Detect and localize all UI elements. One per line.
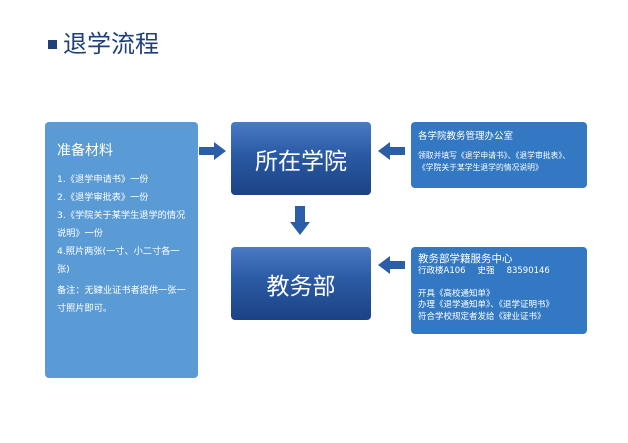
registry-service-line: 办理《退学通知单》、《退学证明书》 xyxy=(418,300,555,310)
college-office-name: 各学院教务管理办公室 xyxy=(418,131,514,142)
page-title-group: 退学流程 xyxy=(48,30,159,58)
registry-office-name: 教务部学籍服务中心 xyxy=(418,253,513,265)
materials-item: 1.《退学申请书》一份 xyxy=(57,174,149,185)
college-office-desc: 领取并填写《退学申请书》、《退学审批表》、《学院关于某学生退学的情况说明》 xyxy=(418,151,571,172)
materials-title: 准备材料 xyxy=(57,143,113,159)
registry-service-line: 开具《高校通知单》 xyxy=(418,288,495,299)
registry-phone: 83590146 xyxy=(506,266,550,276)
arrow-right-icon xyxy=(199,142,226,160)
registry-location: 行政楼A106 xyxy=(418,266,466,276)
materials-item: 4.照片两张(一寸、小二寸各一张) xyxy=(57,246,180,275)
step-registry-label: 教务部 xyxy=(266,273,336,300)
registry-contact-name: 史强 xyxy=(477,266,495,276)
arrow-down-icon xyxy=(290,206,310,235)
registry-contact-line: 行政楼A106 史强 83590146 xyxy=(418,266,580,278)
step-registry-box: 教务部 xyxy=(231,247,371,320)
step-college-box: 所在学院 xyxy=(231,122,371,195)
title-bullet-icon xyxy=(48,39,57,49)
registry-office-panel: 教务部学籍服务中心 行政楼A106 史强 83590146 开具《高校通知单》 … xyxy=(411,247,587,334)
arrow-left-icon xyxy=(378,256,405,274)
materials-item: 3.《学院关于某学生退学的情况说明》一份 xyxy=(57,210,186,239)
materials-item: 2.《退学审批表》一份 xyxy=(57,192,149,203)
page-title: 退学流程 xyxy=(63,30,159,58)
registry-service-line: 符合学校规定者发给《肄业证书》 xyxy=(418,311,546,322)
step-college-label: 所在学院 xyxy=(255,148,347,175)
materials-note: 备注：无肄业证书者提供一张一寸照片即可。 xyxy=(57,285,186,314)
college-office-panel: 各学院教务管理办公室 领取并填写《退学申请书》、《退学审批表》、《学院关于某学生… xyxy=(411,122,587,188)
arrow-left-icon xyxy=(378,142,405,160)
materials-panel: 准备材料 1.《退学申请书》一份 2.《退学审批表》一份 3.《学院关于某学生退… xyxy=(45,122,198,378)
